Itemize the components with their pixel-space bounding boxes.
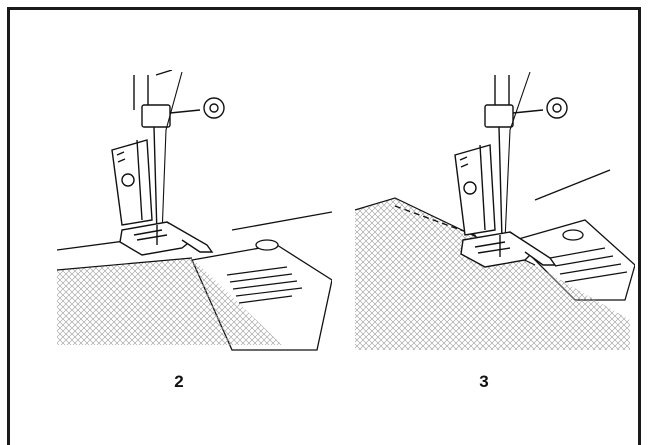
bed-back-line <box>534 169 611 201</box>
presser-bar <box>454 144 496 236</box>
feed-slots <box>226 266 303 304</box>
needle-bar <box>133 70 225 128</box>
thread <box>504 71 531 241</box>
plate-screw <box>255 239 279 251</box>
bed-back-line <box>231 211 332 231</box>
needle <box>498 126 503 241</box>
figure-3-illustration <box>345 70 635 360</box>
presser-foot <box>460 231 557 268</box>
fabric <box>355 198 630 350</box>
needle-bar <box>484 75 568 128</box>
fabric <box>57 258 282 345</box>
feed-slots <box>549 247 628 283</box>
presser-bar <box>111 139 153 226</box>
presser-foot <box>119 221 214 256</box>
figure-2-illustration <box>42 70 332 360</box>
figure-number-3: 3 <box>479 372 489 391</box>
figure-number-2: 2 <box>174 372 184 391</box>
thread <box>161 71 183 236</box>
page-frame <box>7 7 641 445</box>
plate-screw <box>562 229 584 241</box>
needle <box>153 126 158 236</box>
